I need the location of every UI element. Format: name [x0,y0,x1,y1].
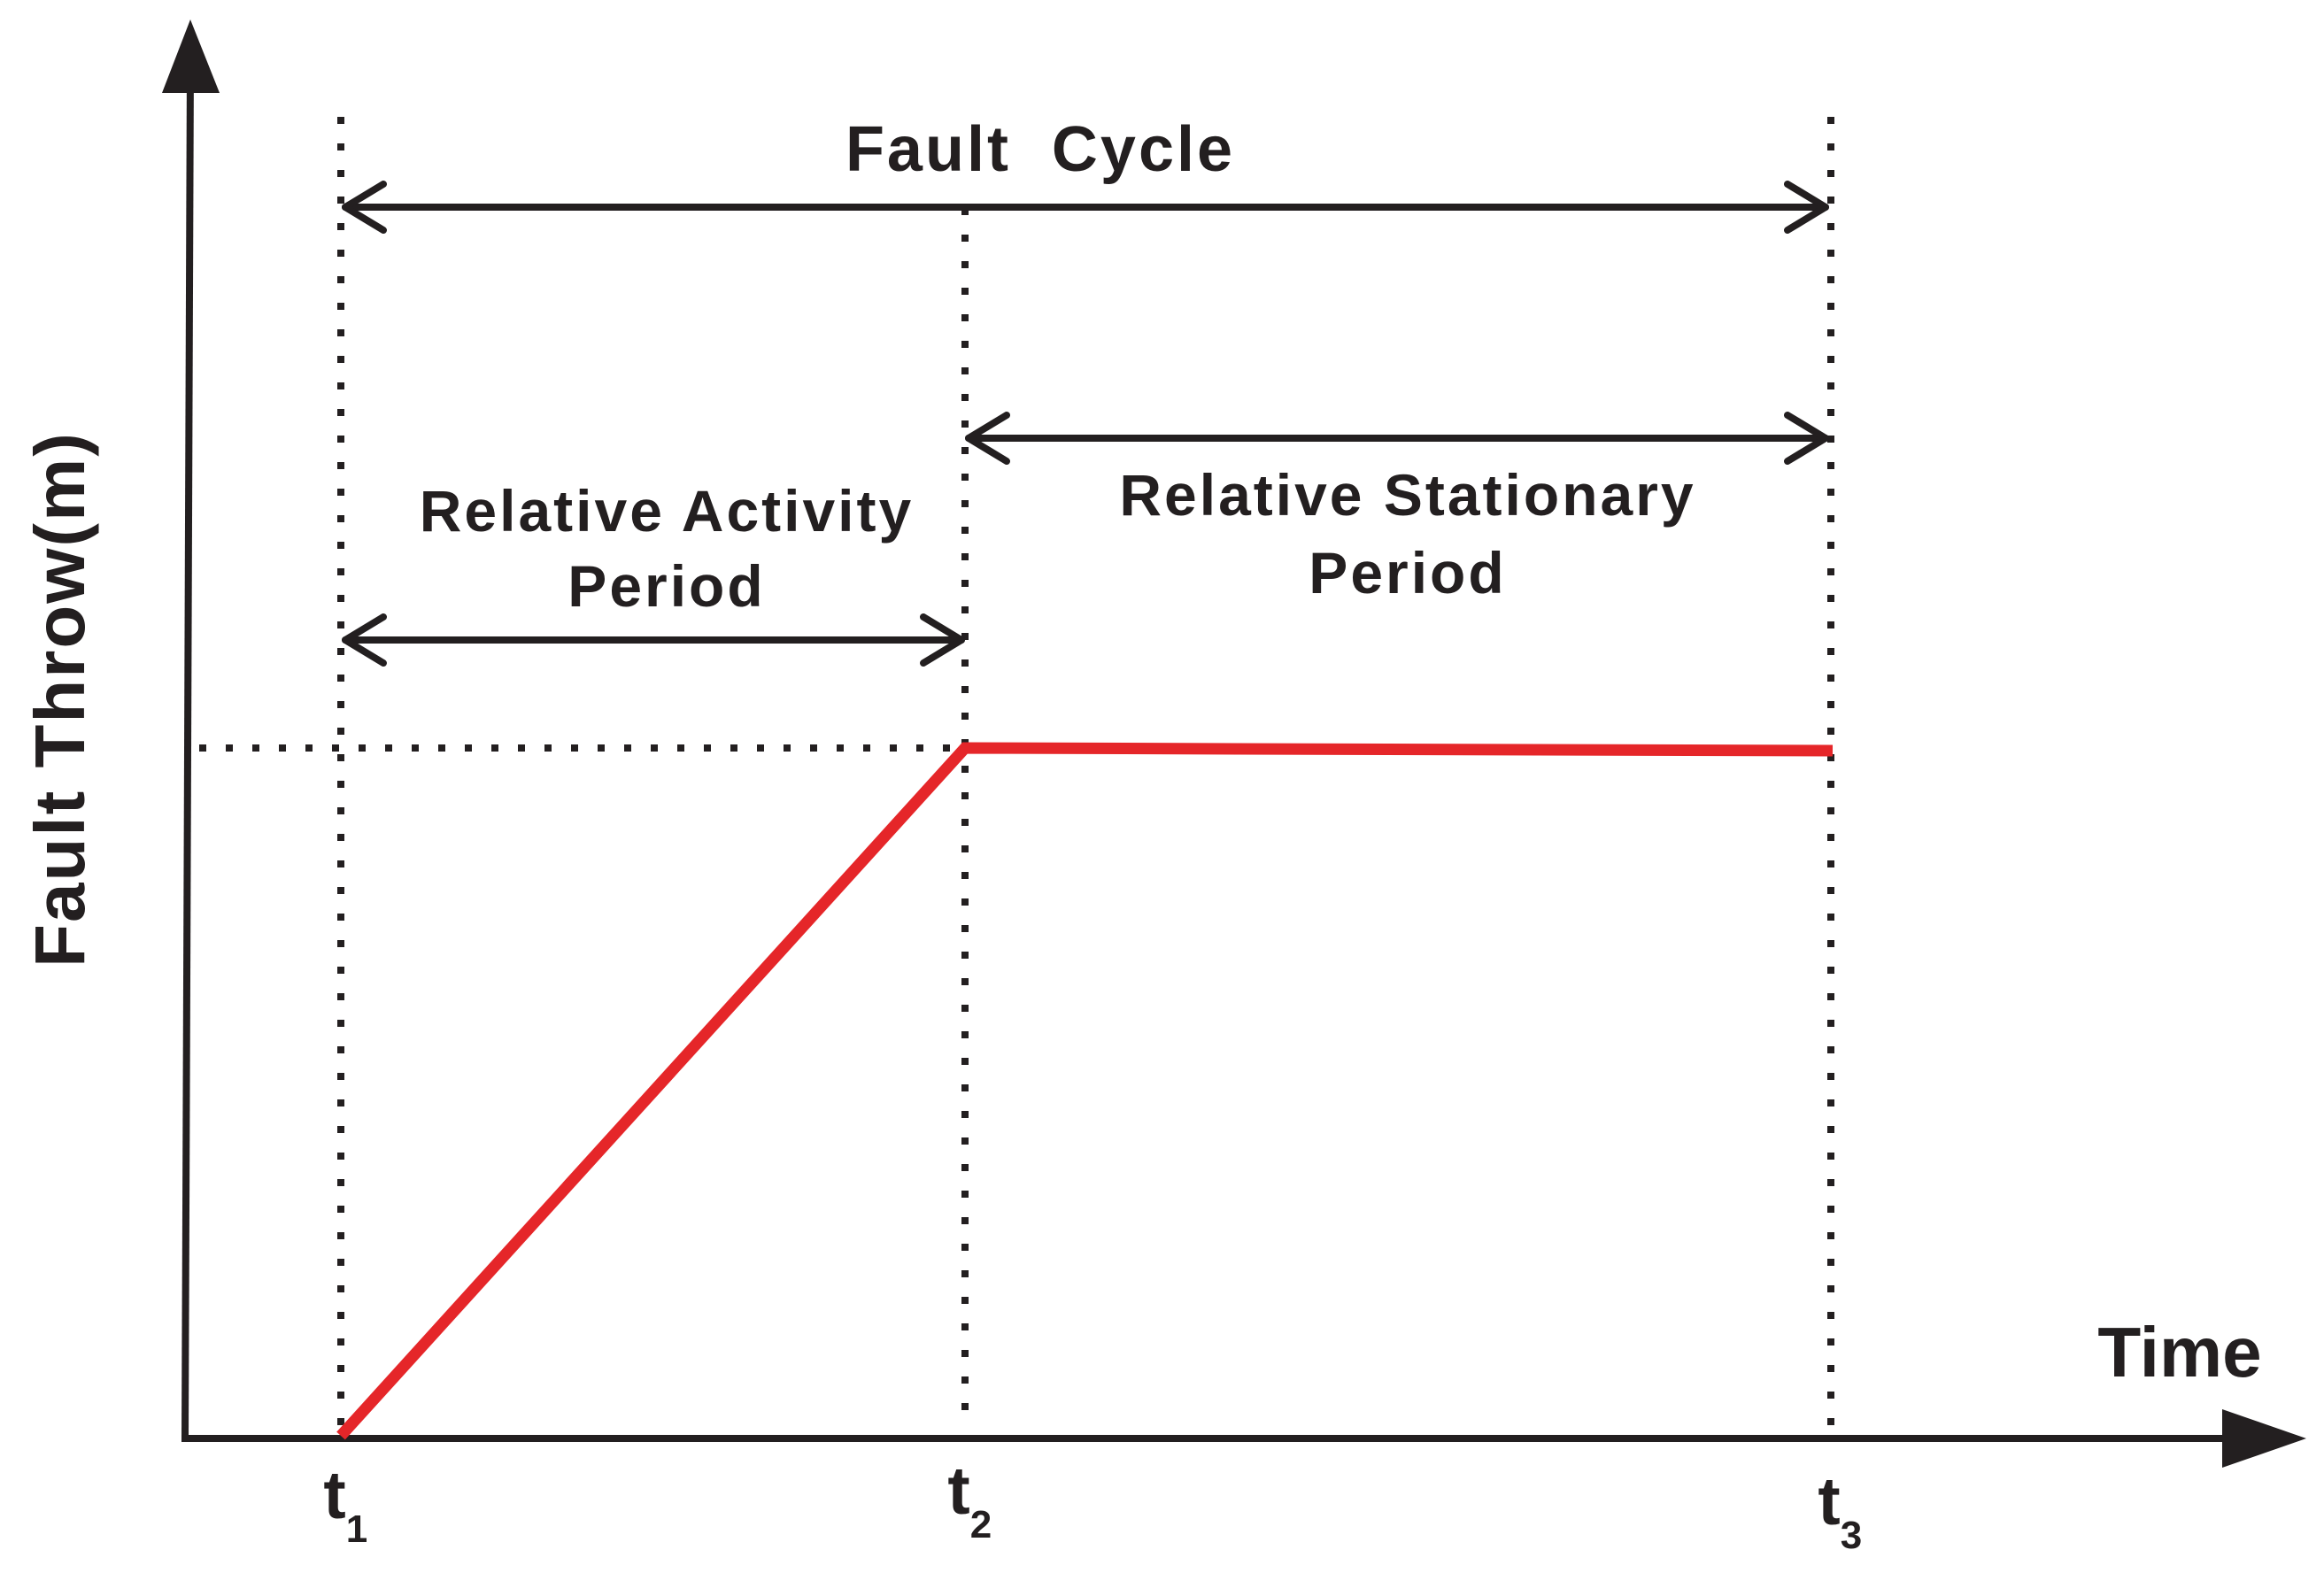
span-arrows [342,181,1829,667]
fault-cycle-arrow [342,181,1829,234]
activity-period-label-line1: Relative Activity [420,478,914,544]
activity-period-label-line2: Period [567,553,765,619]
axes [162,19,2306,1468]
y-axis [181,61,194,1439]
x-axis-arrowhead [2222,1409,2306,1468]
time-tick-subscript: 2 [970,1503,992,1546]
time-tick-subscript: 1 [346,1507,367,1551]
fault-throw-curve [336,742,1834,1440]
x-axis-label: Time [2097,1313,2261,1392]
guide-lines [199,117,1834,1425]
time-tick-t2: t 2 [947,1453,992,1546]
time-tick-label: t [947,1453,969,1529]
time-tick-label: t [1818,1464,1840,1539]
time-tick-t1: t 1 [323,1458,367,1551]
fault-cycle-label: Fault Cycle [845,114,1235,185]
stationary-period-arrow [965,412,1829,465]
time-tick-t3: t 3 [1818,1464,1862,1557]
y-axis-arrowhead [162,19,220,93]
stationary-period-label-line2: Period [1309,540,1506,605]
time-tick-subscript: 3 [1841,1514,1862,1557]
stationary-period-label-line1: Relative Stationary [1119,462,1695,528]
activity-period-arrow [342,613,965,667]
time-tick-label: t [323,1458,345,1533]
y-axis-label: Fault Throw(m) [20,431,99,968]
